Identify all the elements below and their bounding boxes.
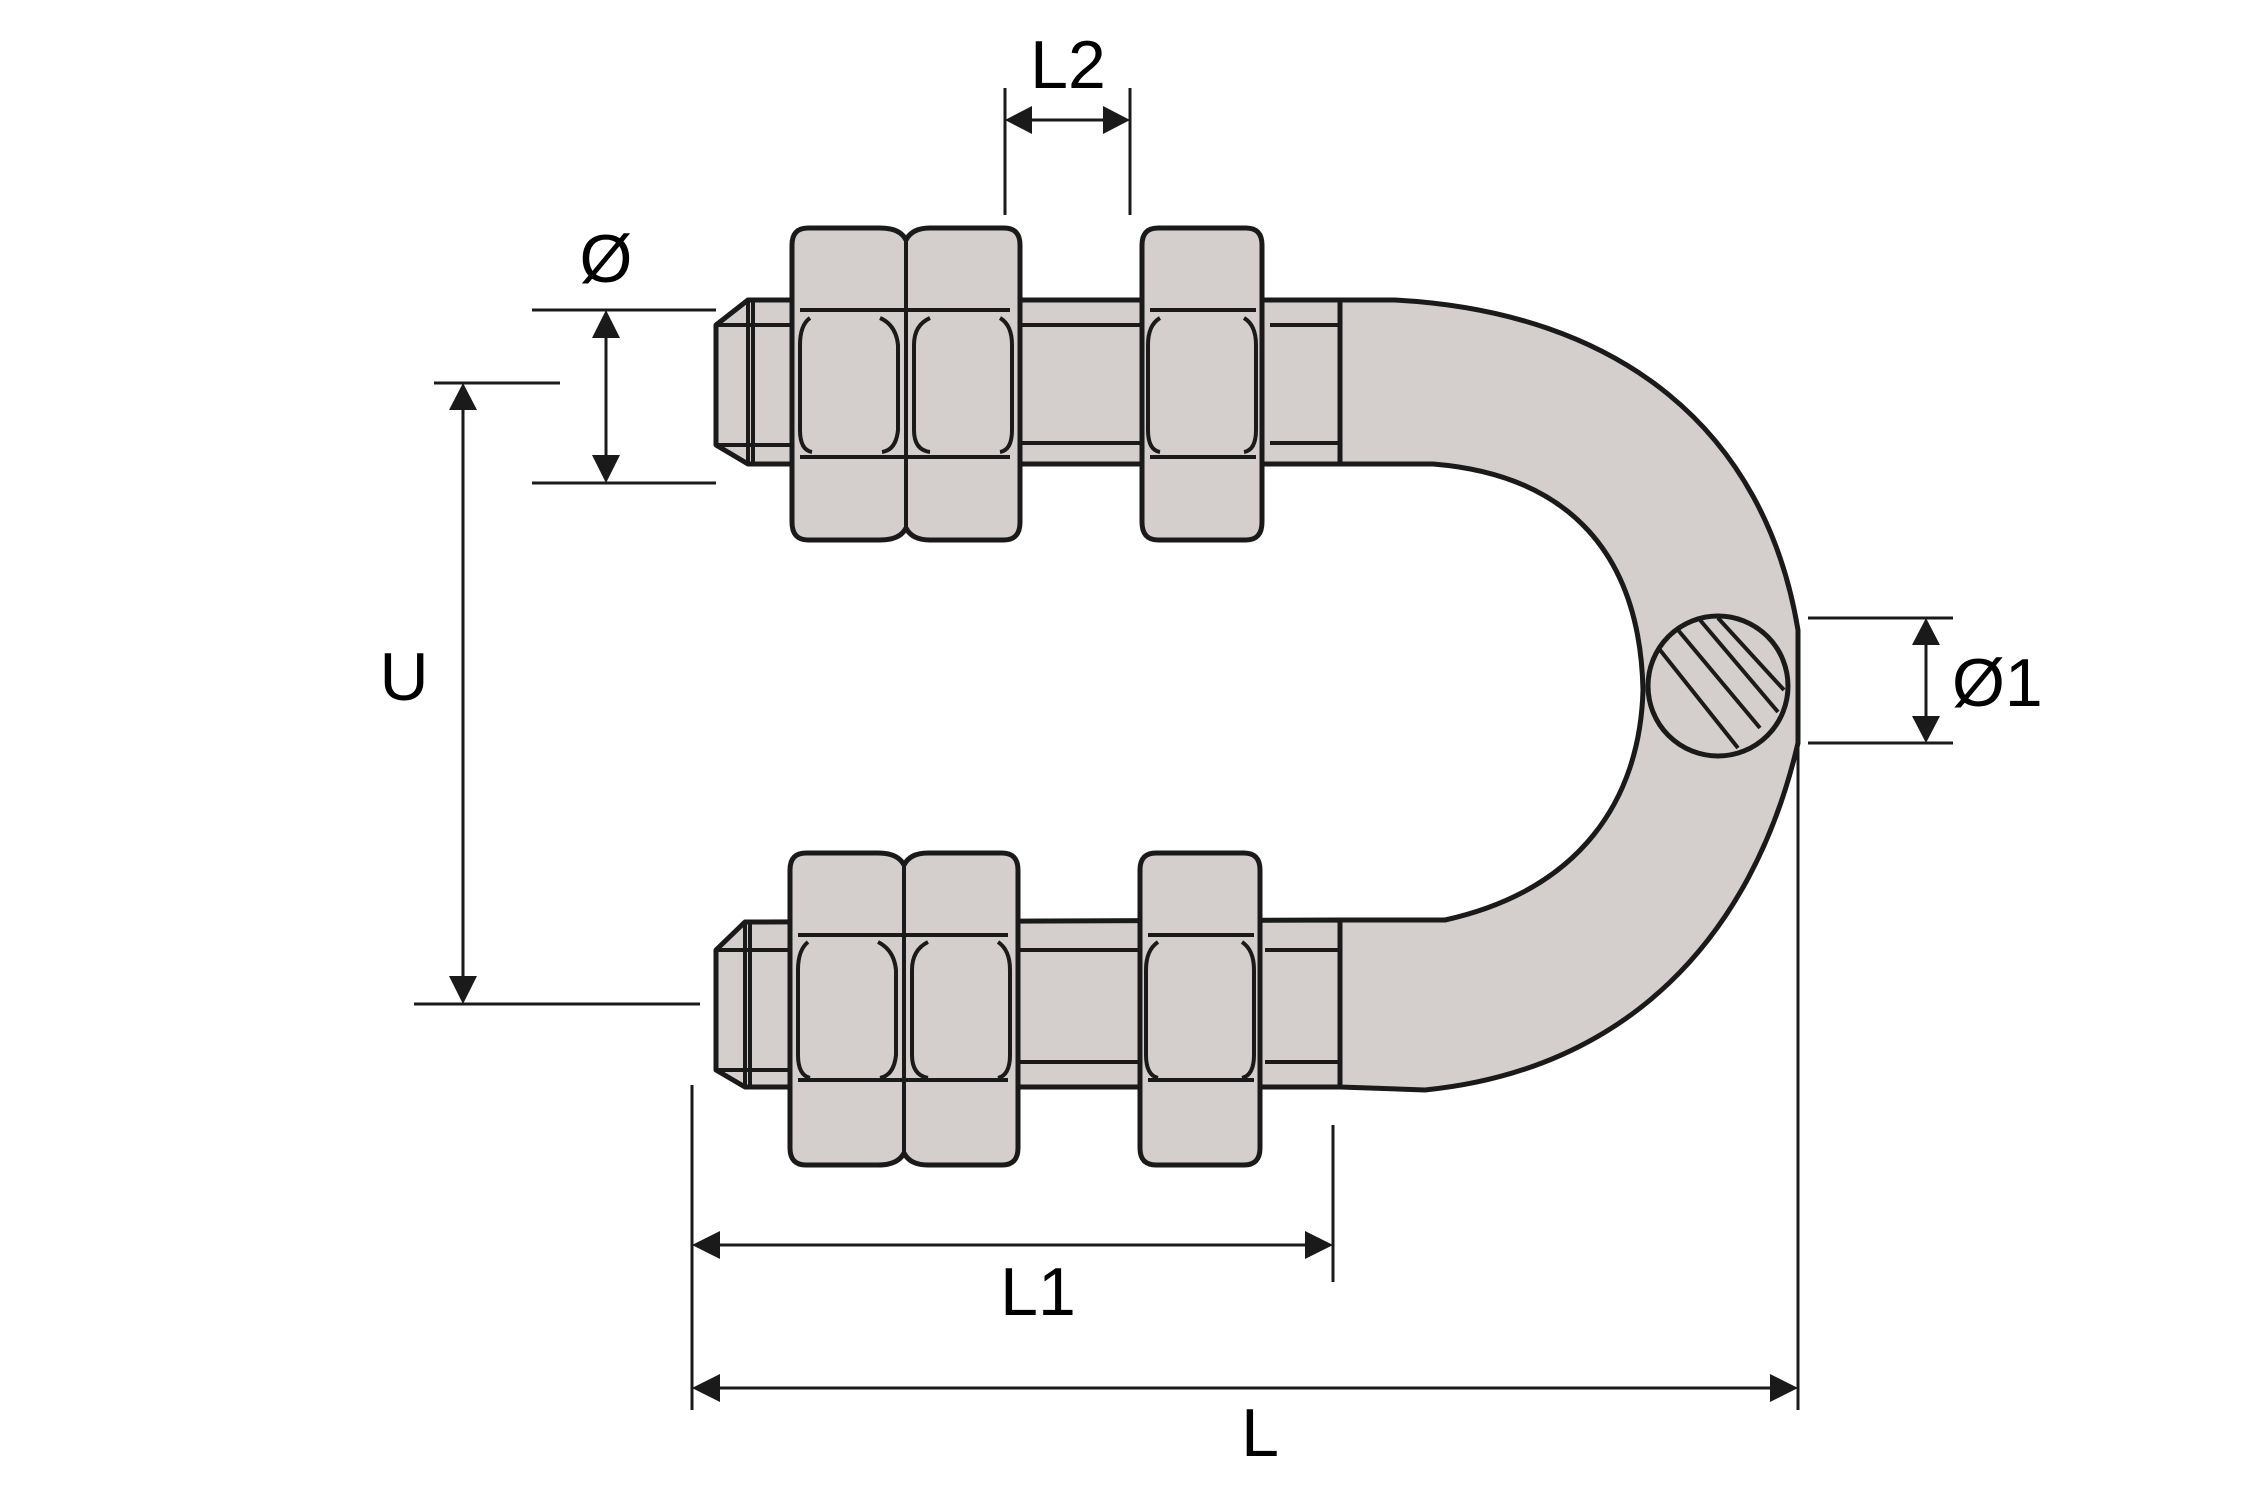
- label-l1: L1: [1000, 1254, 1076, 1330]
- lower-double-nut: [787, 850, 1021, 1168]
- upper-lock-nut: [1139, 225, 1265, 543]
- upper-double-nut: [789, 225, 1023, 543]
- label-l: L: [1241, 1395, 1279, 1471]
- dimension-l: L: [690, 743, 1800, 1471]
- dimension-l2: L2: [1003, 27, 1132, 215]
- dimension-u: U: [379, 381, 700, 1006]
- cross-section-circle: [1645, 613, 1791, 759]
- dimension-diameter1: Ø1: [1808, 616, 2043, 745]
- label-l2: L2: [1030, 27, 1106, 103]
- dimension-diameter: Ø: [532, 221, 716, 485]
- label-diameter1: Ø1: [1952, 645, 2043, 721]
- u-bend-body: [1337, 297, 1801, 1093]
- dimension-l1: L1: [690, 1085, 1335, 1330]
- lower-lock-nut: [1137, 850, 1263, 1168]
- label-diameter: Ø: [580, 221, 633, 297]
- label-u: U: [379, 639, 428, 715]
